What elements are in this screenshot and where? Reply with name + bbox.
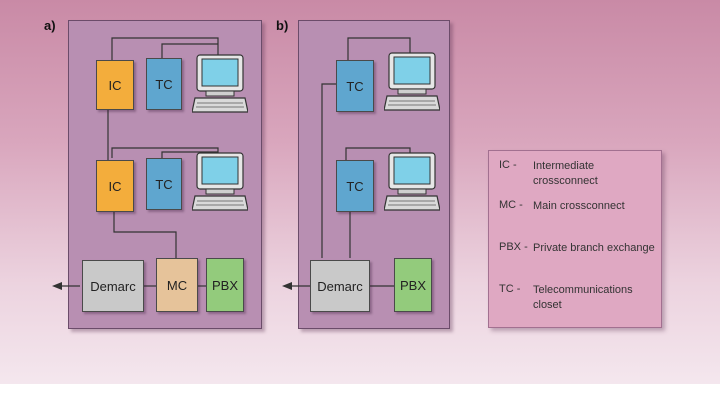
ic-box-bottom: IC bbox=[96, 160, 134, 212]
desktop-computer-icon bbox=[384, 52, 440, 111]
wire-a-top-right bbox=[161, 43, 218, 58]
desktop-computer-icon bbox=[384, 152, 440, 211]
legend-term: PBX - bbox=[499, 241, 528, 253]
bottom-strip bbox=[0, 384, 720, 405]
wire-a-mid-right bbox=[161, 151, 218, 158]
legend-term: TC - bbox=[499, 283, 521, 295]
tc-box-b-mid: TC bbox=[336, 160, 374, 212]
ic-box-top: IC bbox=[96, 60, 134, 110]
demarc-box-b: Demarc bbox=[310, 260, 370, 312]
legend-desc: Main crossconnect bbox=[533, 200, 625, 212]
legend-desc: Intermediate crossconnect bbox=[533, 160, 598, 187]
desktop-computer-icon bbox=[192, 54, 248, 113]
wire-b-top bbox=[347, 37, 411, 60]
mc-box: MC bbox=[156, 258, 198, 312]
tc-box-b-top: TC bbox=[336, 60, 374, 112]
wire-b-mid bbox=[345, 147, 411, 160]
legend-desc: Private branch exchange bbox=[533, 242, 655, 254]
tc-box-a-mid: TC bbox=[146, 158, 182, 210]
demarc-box-a: Demarc bbox=[82, 260, 144, 312]
pbx-box-b: PBX bbox=[394, 258, 432, 312]
panel-b-label: b) bbox=[276, 18, 289, 33]
legend-item-pbx: PBX - Private branch exchange bbox=[499, 241, 659, 256]
tc-box-a-top: TC bbox=[146, 58, 182, 110]
pbx-box-a: PBX bbox=[206, 258, 244, 312]
legend-term: MC - bbox=[499, 199, 523, 211]
wire-a-ic-mc bbox=[113, 210, 177, 258]
legend-item-tc: TC - Telecommunications closet bbox=[499, 283, 659, 313]
legend-desc: Telecommunications closet bbox=[533, 284, 633, 311]
legend-item-ic: IC - Intermediate crossconnect bbox=[499, 159, 659, 189]
legend-box: IC - Intermediate crossconnect MC - Main… bbox=[488, 150, 662, 328]
wire-a-top-left bbox=[111, 37, 219, 60]
legend-item-mc: MC - Main crossconnect bbox=[499, 199, 659, 214]
desktop-computer-icon bbox=[192, 152, 248, 211]
panel-a-label: a) bbox=[44, 18, 56, 33]
wire-b-demarc-tc1 bbox=[321, 83, 336, 258]
arrow-left-icon-b bbox=[282, 282, 292, 290]
legend-term: IC - bbox=[499, 159, 517, 171]
arrow-left-icon-a bbox=[52, 282, 62, 290]
